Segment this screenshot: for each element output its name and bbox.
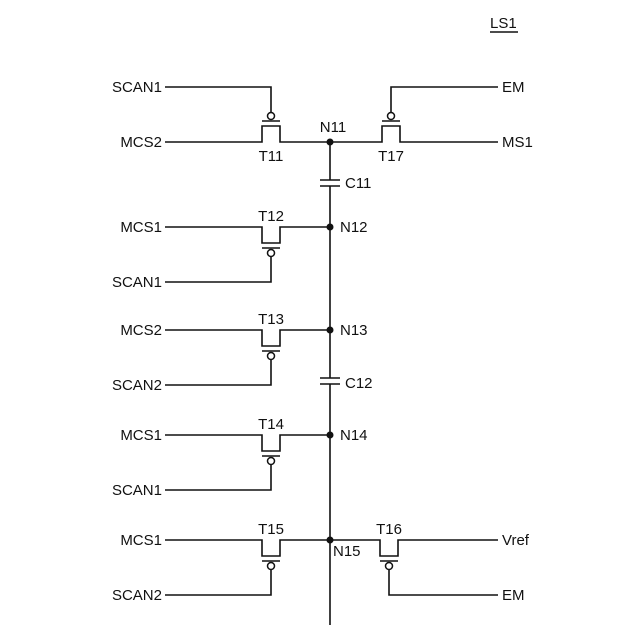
transistor-t17-label: T17 (378, 148, 404, 165)
signal-label-scan1-t14: SCAN1 (112, 482, 162, 499)
signal-label-scan2-t13: SCAN2 (112, 377, 162, 394)
transistor-t11-label: T11 (259, 148, 284, 165)
transistor-t17: T17 (330, 87, 498, 165)
capacitor-c12-label: C12 (345, 375, 373, 392)
transistor-t14-label: T14 (258, 416, 284, 433)
transistor-t16-label: T16 (376, 521, 402, 538)
signal-label-scan2-t15: SCAN2 (112, 587, 162, 604)
signal-label-mcs1-t14: MCS1 (120, 427, 162, 444)
transistor-t12-label: T12 (258, 208, 284, 225)
junction-dot-n11 (327, 139, 334, 146)
transistor-t12: T12 (165, 208, 330, 282)
transistor-t13: T13 (165, 311, 330, 385)
capacitor-c11-label: C11 (345, 175, 371, 192)
transistor-t15-label: T15 (258, 521, 284, 538)
signal-label-mcs1-t12: MCS1 (120, 219, 162, 236)
capacitor-c12: C12 (320, 375, 373, 392)
signal-label-ms1-t17: MS1 (502, 134, 533, 151)
signal-label-vref-t16: Vref (502, 532, 530, 549)
node-label-n15: N15 (333, 543, 361, 560)
signal-label-mcs1-t15: MCS1 (120, 532, 162, 549)
transistor-t14: T14 (165, 416, 330, 490)
signal-label-scan1-t11: SCAN1 (112, 79, 162, 96)
transistor-t15: T15 (165, 521, 330, 595)
junction-dot-n13 (327, 327, 334, 334)
junction-dot-n14 (327, 432, 334, 439)
capacitor-c11: C11 (320, 175, 371, 192)
node-label-n12: N12 (340, 219, 368, 236)
junction-dot-n12 (327, 224, 334, 231)
node-label-n14: N14 (340, 427, 368, 444)
node-label-n13: N13 (340, 322, 368, 339)
transistor-t13-label: T13 (258, 311, 284, 328)
signal-label-em-t17: EM (502, 79, 525, 96)
diagram-title: LS1 (490, 15, 517, 32)
signal-label-em-t16: EM (502, 587, 525, 604)
transistor-t11: T11 (165, 87, 330, 165)
signal-label-scan1-t12: SCAN1 (112, 274, 162, 291)
node-label-n11: N11 (320, 119, 346, 136)
signal-label-mcs2-t13: MCS2 (120, 322, 162, 339)
signal-label-mcs2-t11: MCS2 (120, 134, 162, 151)
